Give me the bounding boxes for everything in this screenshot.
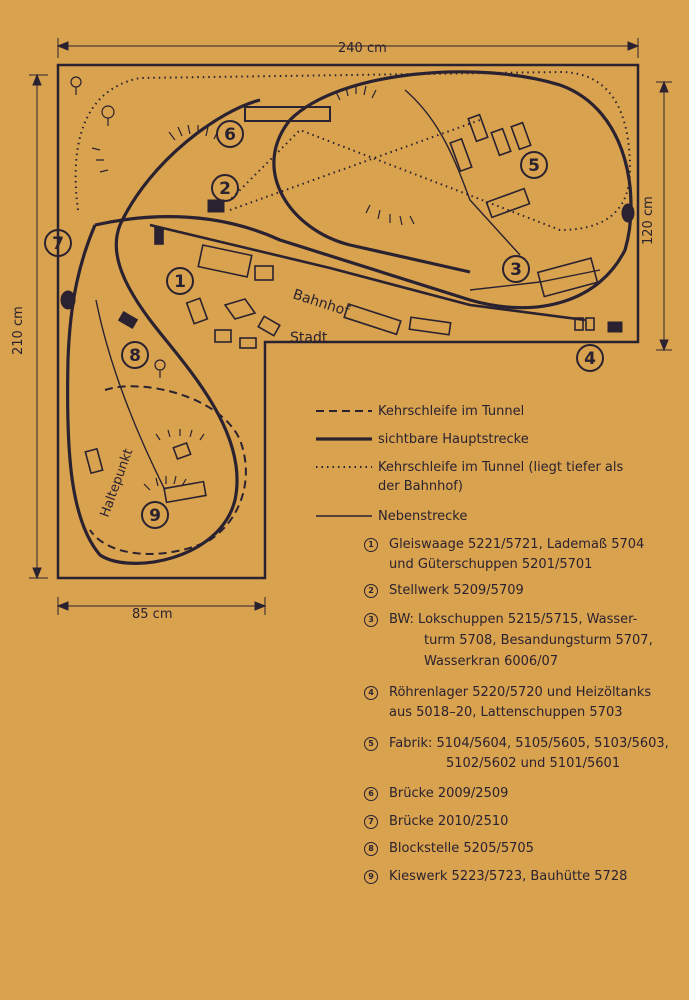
label-bahnhof: Bahnhof xyxy=(291,287,352,321)
dimension-right xyxy=(656,80,672,352)
tunnel-portal-left xyxy=(60,290,76,310)
item-8-line-1: Blockstelle 5205/5705 xyxy=(389,841,534,856)
item-5-line-2: 5102/5602 und 5101/5601 xyxy=(446,756,621,771)
item-8-number: 8 xyxy=(364,842,378,856)
label-stadt: Stadt xyxy=(290,330,328,346)
item-1-number: 1 xyxy=(364,538,378,552)
dim-top-label: 240 cm xyxy=(338,41,387,56)
bridge-6-symbol xyxy=(244,106,331,122)
item-1-line-2: und Güterschuppen 5201/5701 xyxy=(389,557,593,572)
main-line-right-loop xyxy=(94,70,633,310)
item-1-line-1: Gleiswaage 5221/5721, Lademaß 5704 xyxy=(389,537,645,552)
item-9-line-1: Kieswerk 5223/5723, Bauhütte 5728 xyxy=(389,869,628,884)
item-4-line-1: Röhrenlager 5220/5720 und Heizöltanks xyxy=(389,685,652,700)
rohrenlager-symbol xyxy=(607,321,623,333)
marker-2: 2 xyxy=(219,179,231,199)
item-3-number: 3 xyxy=(364,613,378,627)
dimension-bottom xyxy=(56,597,267,615)
marker-5: 5 xyxy=(528,156,540,176)
dotted-diagonal xyxy=(229,119,481,211)
dimension-left xyxy=(29,73,48,580)
marker-3: 3 xyxy=(510,260,522,280)
dim-bottom-label: 85 cm xyxy=(132,607,173,622)
item-4-line-2: aus 5018–20, Lattenschuppen 5703 xyxy=(389,705,623,720)
main-line-left-loop xyxy=(65,98,261,565)
main-line-station xyxy=(149,223,586,322)
dashed-tunnel-loop xyxy=(89,385,247,555)
legend-dashed-label: Kehrschleife im Tunnel xyxy=(378,404,525,419)
board-outline xyxy=(56,63,640,580)
branch-line-kieswerk xyxy=(95,299,166,491)
hills xyxy=(91,85,415,491)
item-6-line-1: Brücke 2009/2509 xyxy=(389,786,509,801)
item-7-line-1: Brücke 2010/2510 xyxy=(389,814,509,829)
item-5-number: 5 xyxy=(364,737,378,751)
marker-6: 6 xyxy=(224,125,236,145)
legend-thick-label: sichtbare Hauptstrecke xyxy=(378,432,529,447)
dim-left-label: 210 cm xyxy=(11,306,26,355)
marker-7: 7 xyxy=(52,234,64,254)
dotted-tunnel-loop xyxy=(74,70,632,232)
item-4-number: 4 xyxy=(364,686,378,700)
item-2-line-1: Stellwerk 5209/5709 xyxy=(389,583,524,598)
dimension-top xyxy=(56,38,640,58)
item-7-number: 7 xyxy=(364,815,378,829)
tree-icons xyxy=(70,76,166,378)
item-6-number: 6 xyxy=(364,787,378,801)
item-9-number: 9 xyxy=(364,870,378,884)
legend-thin-label: Nebenstrecke xyxy=(378,509,468,524)
item-5-line-1: Fabrik: 5104/5604, 5105/5605, 5103/5603, xyxy=(389,736,669,751)
tunnel-portal-right xyxy=(621,203,635,223)
item-2-number: 2 xyxy=(364,584,378,598)
marker-4: 4 xyxy=(584,349,596,369)
blockstelle-symbol xyxy=(117,310,139,330)
item-3-line-3: Wasserkran 6006/07 xyxy=(424,654,559,669)
marker-1: 1 xyxy=(174,272,186,292)
marker-8: 8 xyxy=(129,346,141,366)
branch-line-factory xyxy=(404,89,521,256)
item-3-line-1: BW: Lokschuppen 5215/5715, Wasser- xyxy=(389,612,638,627)
legend-dotted-label-1: Kehrschleife im Tunnel (liegt tiefer als xyxy=(378,460,624,475)
item-3-line-2: turm 5708, Besandungsturm 5707, xyxy=(424,633,653,648)
label-haltepunkt: Haltepunkt xyxy=(98,447,137,520)
buildings xyxy=(84,113,599,504)
dim-right-label: 120 cm xyxy=(641,196,656,245)
stellwerk-symbol xyxy=(207,199,225,213)
legend-dotted-label-2: der Bahnhof) xyxy=(378,479,463,494)
marker-9: 9 xyxy=(149,506,161,526)
